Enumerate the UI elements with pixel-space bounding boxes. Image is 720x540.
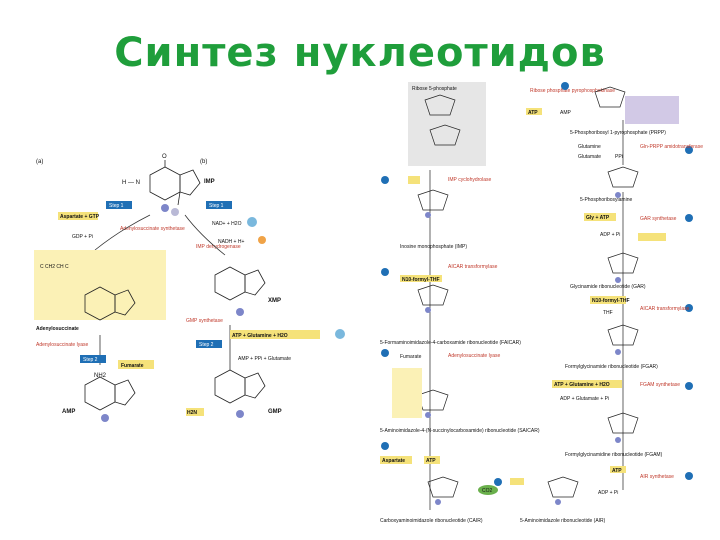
svg-text:ADP + Glutamate + Pi: ADP + Glutamate + Pi	[560, 396, 609, 402]
step2-b-label: Step 2	[199, 342, 214, 348]
fgam-synthetase-label: FGAM synthetase	[640, 382, 680, 388]
nh2-label: NH2	[94, 373, 107, 379]
fgam-label: Formylglycinamidine ribonucleotide (FGAM…	[565, 452, 663, 458]
pyrophosphate-box	[625, 96, 679, 124]
step1-a-badge	[106, 201, 132, 209]
aspartate-gtp-label: Aspartate + GTP	[60, 214, 100, 220]
n10-formyl-label: N10-formyl-THF	[592, 298, 630, 304]
ribose-bead	[171, 208, 179, 216]
gar-label: Glycinamide ribonucleotide (GAR)	[570, 284, 646, 290]
aicar-transformylase-label: AICAR transformylase	[640, 306, 690, 312]
adenylosuccinate-box	[34, 250, 166, 320]
step-markers	[381, 82, 693, 486]
pra-label: 5-Phosphoribosylamine	[580, 197, 632, 203]
svg-text:ATP: ATP	[612, 468, 622, 474]
amp-ppi-label: AMP + PPi + Glutamate	[238, 356, 291, 362]
ribose5p-box	[408, 82, 486, 166]
adenylosuccinate-synthetase-label: Adenylosuccinate synthetase	[120, 226, 185, 232]
left-scheme: (a) (b) H — N O IMP Step 1 Step 1 Aspart…	[34, 154, 345, 422]
nadh-label: NADH + H+	[218, 239, 244, 245]
air-synthetase-label: AIR synthetase	[640, 474, 674, 480]
adenylosuccinate-label: Adenylosuccinate	[36, 326, 79, 332]
svg-text:O: O	[162, 154, 167, 160]
xmp-structure	[214, 266, 266, 301]
step1-b-label: Step 1	[209, 203, 224, 209]
air-label: 5-Aminoimidazole ribonucleotide (AIR)	[520, 518, 606, 524]
gln-amidotransferase-label: Gln-PRPP amidotransferase	[640, 144, 703, 150]
thf-label: THF	[603, 310, 613, 316]
nad-label: NAD+ + H2O	[212, 221, 242, 227]
amp-structure	[84, 376, 136, 411]
fgar-label: Formylglycinamide ribonucleotide (FGAR)	[565, 364, 658, 370]
panel-b-label: (b)	[200, 159, 207, 165]
saicar-label: 5-Aminoimidazole-4-(N-succinylocarboxami…	[380, 428, 540, 434]
svg-text:ATP: ATP	[426, 458, 436, 464]
gly-atp-label: Gly + ATP	[586, 215, 610, 221]
ribose5p-label: Ribose 5-phosphate	[412, 86, 457, 92]
imp-dehydrogenase-label: IMP dehydrogenase	[196, 244, 241, 250]
step1-a-label: Step 1	[109, 203, 124, 209]
glutamine-label: Glutamine	[578, 144, 601, 150]
adenylosuccinate-lyase-right-label: Adenylosuccinate lyase	[448, 353, 500, 359]
imp-small-label: Inosine monophosphate (IMP)	[400, 244, 467, 250]
imp-label-top: IMP	[204, 179, 215, 185]
fumarate-label: Fumarate	[121, 363, 144, 369]
glutamate-label: Glutamate	[578, 154, 601, 160]
co2-label: CO2	[482, 488, 493, 494]
ppi-label: PPi	[615, 154, 623, 160]
svg-text:H — N: H — N	[122, 180, 140, 186]
adp-pi-label: ADP + Pi	[600, 232, 620, 238]
svg-text:ADP + Pi: ADP + Pi	[598, 490, 618, 496]
svg-text:N10-formyl-THF: N10-formyl-THF	[402, 277, 440, 283]
faicar-label: 5-Formaminoimidazole-4-carboxamide ribon…	[380, 340, 521, 346]
gmp-label: GMP	[268, 409, 282, 415]
step2-a-label: Step 2	[83, 357, 98, 363]
right-scheme: Ribose 5-phosphate ATP AMP Ribose phosph…	[380, 82, 703, 524]
svg-text:AICAR transformylase: AICAR transformylase	[448, 264, 498, 270]
gmp-structure	[214, 369, 266, 404]
cair-label: Carboxyaminoimidazole ribonucleotide (CA…	[380, 518, 483, 524]
xmp-label: XMP	[268, 298, 281, 304]
svg-text:ATP + Glutamine + H2O: ATP + Glutamine + H2O	[554, 382, 610, 388]
gdp-pi-label: GDP + Pi	[72, 234, 93, 240]
prpp-enzyme-label: Ribose phosphate pyrophosphokinase	[530, 88, 615, 94]
prpp-label: 5-Phosphoribosyl 1-pyrophosphate (PRPP)	[570, 130, 666, 136]
step1-b-badge	[206, 201, 232, 209]
amp-badge: AMP	[560, 110, 572, 116]
phosphate-bead	[161, 204, 169, 212]
co2-bubble	[478, 485, 498, 495]
panel-a-label: (a)	[36, 159, 43, 165]
atp-gln-label: ATP + Glutamine + H2O	[232, 333, 288, 339]
gmp-synthetase-label: GMP synthetase	[186, 318, 223, 324]
imp-structure	[149, 160, 201, 206]
adenylosuccinate-lyase-label: Adenylosuccinate lyase	[36, 342, 88, 348]
gar-synthetase-label: GAR synthetase	[640, 216, 677, 222]
fumarate-right-label: Fumarate	[400, 354, 422, 360]
atp-badge: ATP	[528, 110, 538, 116]
page-title: Синтез нуклеотидов	[114, 30, 606, 76]
amp-label: AMP	[62, 409, 75, 415]
imp-cyclohydrolase-label: IMP cyclohydrolase	[448, 177, 491, 183]
svg-text:H2N: H2N	[187, 410, 197, 416]
svg-text:C CH2 CH C: C CH2 CH C	[40, 264, 69, 270]
aspartate-label: Aspartate	[382, 458, 405, 464]
